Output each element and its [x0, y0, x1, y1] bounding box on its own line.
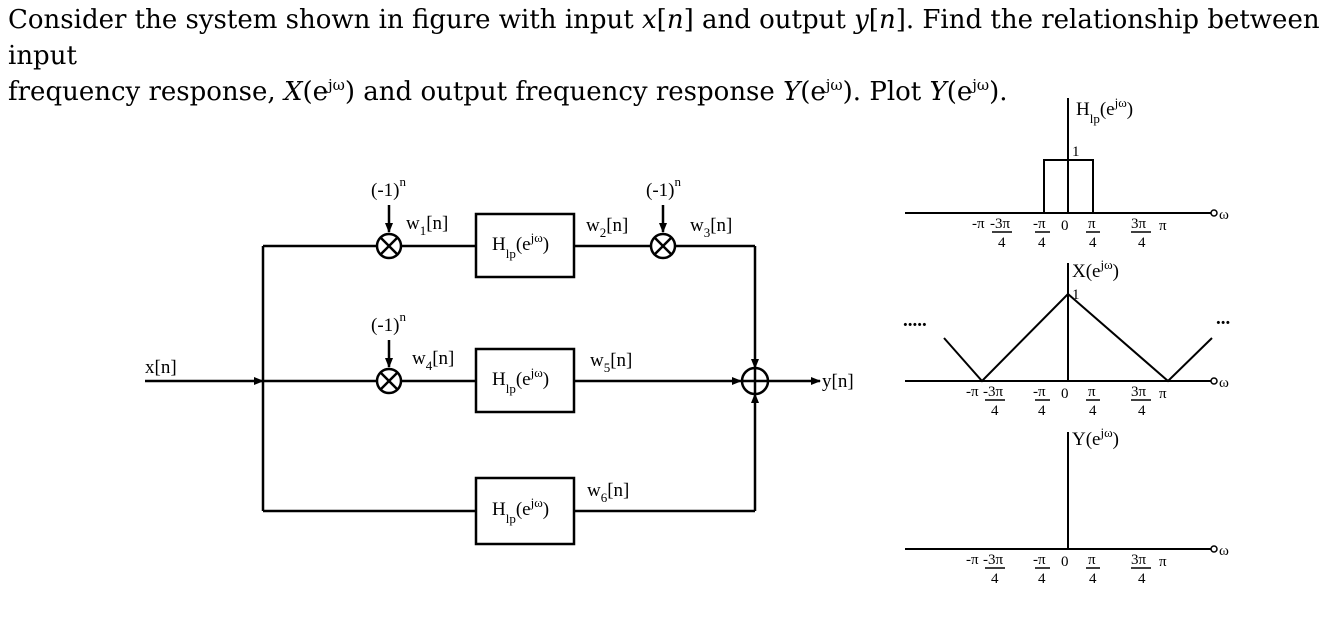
input-label: x[n]: [145, 357, 177, 378]
mod-3-label: (-1)n: [371, 309, 406, 336]
x-title: X(ejω): [1072, 257, 1119, 282]
tick-pi4-den: 4: [1089, 571, 1097, 587]
w2-label: w2[n]: [586, 215, 628, 240]
tick-zero: 0: [1061, 386, 1069, 402]
mod-1-label: (-1)n: [371, 174, 406, 201]
var-n: n: [878, 5, 896, 35]
x-ticks: -π -3π 4 -π 4 0 π 4 3π 4 π: [966, 384, 1167, 419]
tick-neg-pi: -π: [972, 216, 985, 232]
filter-2-label: Hlp(ejω): [492, 365, 549, 396]
var-Y: Y: [783, 77, 801, 107]
tick-pi: π: [1159, 218, 1167, 234]
var-y: y: [854, 5, 869, 35]
y-axis-end: [1210, 545, 1218, 553]
multiplier-3: [375, 367, 403, 395]
text-segment: (e: [946, 77, 973, 107]
tick-zero: 0: [1061, 554, 1069, 570]
y-ticks: -π -3π 4 -π 4 0 π 4 3π 4 π: [966, 552, 1167, 587]
text-segment: ) and output frequency response: [344, 77, 784, 107]
filter-1-label: Hlp(ejω): [492, 230, 549, 261]
problem-line-1: Consider the system shown in figure with…: [8, 2, 1328, 74]
y-title: Y(ejω): [1072, 425, 1119, 450]
tick-pi4-den: 4: [1089, 403, 1097, 419]
problem-line-2: frequency response, X(ejω) and output fr…: [8, 74, 1328, 110]
block-diagram: x[n] (-1)n w1[n] Hlp(ejω) w2[n] (-1)n w3…: [145, 174, 854, 546]
tick-neg-3pi4-num: -3π: [990, 216, 1010, 232]
x-w-label: ω: [1219, 375, 1229, 391]
hlp-plot: ω 1 Hlp(ejω) -π -3π 4 -π 4 0 π 4 3π 4 π: [905, 95, 1229, 251]
tick-neg-pi4-num: -π: [1033, 552, 1046, 568]
tick-neg-3pi4-den: 4: [998, 235, 1006, 251]
output-label: y[n]: [822, 371, 854, 392]
tick-neg-pi: -π: [966, 552, 979, 568]
var-X: X: [283, 77, 303, 107]
tick-3pi4-num: 3π: [1131, 216, 1147, 232]
exp-jw: jω: [825, 76, 843, 94]
tick-neg-pi4-den: 4: [1038, 571, 1046, 587]
w1-label: w1[n]: [406, 213, 448, 238]
var-x: x: [641, 5, 657, 35]
text-segment: ).: [989, 77, 1008, 107]
tick-pi4-num: π: [1088, 384, 1096, 400]
tick-pi: π: [1159, 386, 1167, 402]
w6-label: w6[n]: [587, 480, 629, 505]
text-segment: Consider the system shown in figure with…: [8, 5, 642, 35]
var-Y: Y: [929, 77, 947, 107]
multiplier-1: [375, 232, 403, 260]
y-plot: ω Y(ejω) -π -3π 4 -π 4 0 π 4 3π 4 π: [905, 425, 1229, 587]
filter-3-label: Hlp(ejω): [492, 495, 549, 526]
text-segment: (e: [800, 77, 826, 107]
tick-neg-pi4-den: 4: [1038, 403, 1046, 419]
summing-junction: [740, 366, 770, 396]
tick-neg-3pi4-den: 4: [991, 403, 999, 419]
text-segment: frequency response,: [8, 77, 284, 107]
tick-3pi4-den: 4: [1138, 235, 1146, 251]
tick-3pi4-den: 4: [1138, 403, 1146, 419]
x-peak-label: 1: [1072, 287, 1080, 303]
hlp-peak-label: 1: [1072, 144, 1080, 160]
x-triangle-spectrum: [943, 292, 1213, 383]
tick-pi4-num: π: [1088, 216, 1096, 232]
tick-3pi4-den: 4: [1138, 571, 1146, 587]
x-dots-right: ...: [1216, 308, 1230, 329]
x-axis-end: [1210, 377, 1218, 385]
tick-neg-3pi4-num: -3π: [983, 384, 1003, 400]
x-plot: ω 1 X(ejω) ..... ... -π -3π 4 -π 4 0 π 4…: [903, 257, 1230, 419]
tick-neg-pi4-den: 4: [1038, 235, 1046, 251]
multiplier-2: [649, 232, 677, 260]
text-segment: [: [656, 5, 667, 35]
var-n: n: [666, 5, 684, 35]
tick-3pi4-num: 3π: [1131, 384, 1147, 400]
w5-label: w5[n]: [590, 350, 632, 375]
hlp-title: Hlp(ejω): [1076, 95, 1133, 126]
w3-label: w3[n]: [690, 215, 732, 240]
text-segment: (e: [302, 77, 328, 107]
hlp-axis-end: [1210, 209, 1218, 217]
w4-label: w4[n]: [412, 348, 454, 373]
tick-pi4-num: π: [1088, 552, 1096, 568]
tick-pi: π: [1159, 554, 1167, 570]
tick-zero: 0: [1061, 218, 1069, 234]
text-segment: ] and output: [683, 5, 855, 35]
mod-2-label: (-1)n: [646, 174, 681, 201]
tick-3pi4-num: 3π: [1131, 552, 1147, 568]
text-segment: [: [868, 5, 879, 35]
tick-pi4-den: 4: [1089, 235, 1097, 251]
tick-neg-pi4-num: -π: [1033, 384, 1046, 400]
y-w-label: ω: [1219, 543, 1229, 559]
problem-statement: Consider the system shown in figure with…: [8, 2, 1328, 110]
tick-neg-pi: -π: [966, 384, 979, 400]
hlp-w-label: ω: [1219, 207, 1229, 223]
exp-jw: jω: [972, 76, 990, 94]
tick-neg-3pi4-num: -3π: [983, 552, 1003, 568]
hlp-lowpass-rect: [1043, 159, 1094, 213]
hlp-ticks: -π -3π 4 -π 4 0 π 4 3π 4 π: [972, 216, 1167, 251]
text-segment: ). Plot: [842, 77, 930, 107]
tick-neg-pi4-num: -π: [1033, 216, 1046, 232]
tick-neg-3pi4-den: 4: [991, 571, 999, 587]
x-dots-left: .....: [903, 310, 927, 331]
text-segment: ]. Find the relationship between input: [8, 5, 1320, 71]
exp-jw: jω: [327, 76, 345, 94]
